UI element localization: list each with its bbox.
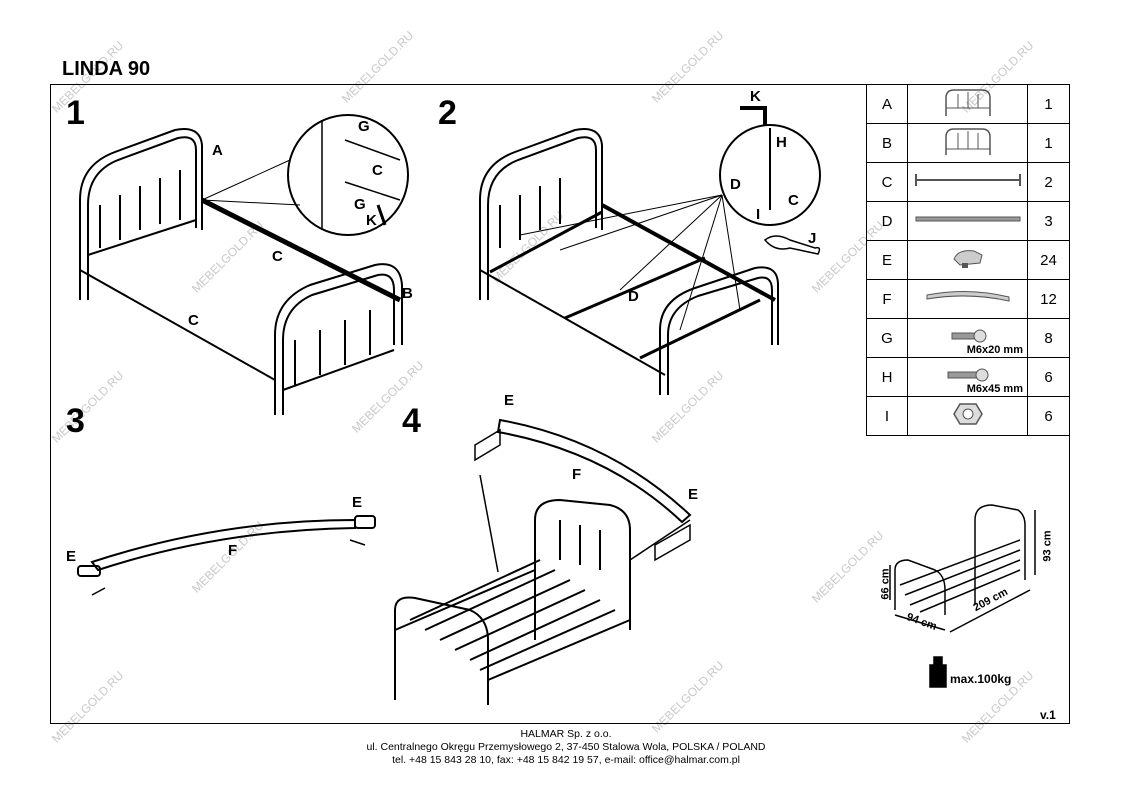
slat-icon (923, 290, 1013, 311)
label-b: B (402, 285, 413, 302)
footer-address: ul. Centralnego Okręgu Przemysłowego 2, … (366, 741, 766, 753)
part-letter: D (866, 201, 908, 241)
footer-contact: tel. +48 15 843 28 10, fax: +48 15 842 1… (392, 754, 740, 766)
label-e: E (504, 392, 515, 409)
part-image (907, 279, 1028, 319)
step3-drawing (77, 515, 376, 596)
part-row-g: G M6x20 mm 8 (866, 318, 1070, 358)
part-letter: F (866, 279, 908, 319)
instructions-frame (50, 84, 1070, 724)
part-image (907, 162, 1028, 202)
label-f: F (572, 466, 582, 483)
short-bolt-icon (948, 329, 988, 348)
part-size-label: M6x45 mm (966, 383, 1023, 395)
label-i: I (756, 206, 761, 223)
part-letter: C (866, 162, 908, 202)
part-image (907, 84, 1028, 124)
part-image: M6x45 mm (907, 357, 1028, 397)
step2-drawing (479, 106, 821, 395)
part-quantity: 8 (1027, 318, 1070, 358)
part-letter: A (866, 84, 908, 124)
part-row-f: F 12 (866, 279, 1070, 319)
label-c: C (372, 162, 383, 179)
label-j: J (808, 230, 817, 247)
label-e: E (688, 486, 699, 503)
part-quantity: 1 (1027, 84, 1070, 124)
part-image: M6x20 mm (907, 318, 1028, 358)
part-image (907, 123, 1028, 163)
footboard-icon (938, 128, 998, 161)
support-bar-icon (912, 213, 1024, 230)
label-g: G (354, 196, 366, 213)
part-size-label: M6x20 mm (966, 344, 1023, 356)
step4-drawing (394, 418, 692, 705)
label-d: D (628, 288, 639, 305)
step-number-4: 4 (402, 402, 421, 440)
step-number-3: 3 (66, 402, 85, 440)
part-quantity: 6 (1027, 357, 1070, 397)
part-quantity: 6 (1027, 396, 1070, 436)
part-letter: G (866, 318, 908, 358)
dimension-height-head: 93 cm (1041, 530, 1054, 562)
part-letter: I (866, 396, 908, 436)
step-number-2: 2 (438, 94, 457, 132)
part-quantity: 12 (1027, 279, 1070, 319)
max-load-label: max.100kg (950, 672, 1012, 686)
step1-drawing (79, 114, 409, 415)
part-letter: E (866, 240, 908, 280)
dimension-drawing (889, 504, 1036, 688)
label-c: C (272, 248, 283, 265)
slat-holder-icon (948, 250, 988, 275)
label-d: D (730, 176, 741, 193)
part-image (907, 396, 1028, 436)
version-label: v.1 (1040, 708, 1056, 722)
part-quantity: 1 (1027, 123, 1070, 163)
label-k: K (750, 88, 761, 105)
label-e: E (352, 494, 363, 511)
part-quantity: 2 (1027, 162, 1070, 202)
label-g: G (358, 118, 370, 135)
label-e: E (66, 548, 77, 565)
part-image (907, 240, 1028, 280)
part-quantity: 3 (1027, 201, 1070, 241)
label-f: F (228, 542, 238, 559)
label-k: K (366, 212, 377, 229)
headboard-icon (938, 89, 998, 122)
step-number-1: 1 (66, 94, 85, 132)
part-image (907, 201, 1028, 241)
part-row-e: E 24 (866, 240, 1070, 280)
part-row-h: H M6x45 mm 6 (866, 357, 1070, 397)
nut-icon (952, 403, 984, 431)
part-letter: H (866, 357, 908, 397)
label-c: C (788, 192, 799, 209)
dimension-height-foot: 66 cm (879, 568, 892, 600)
part-letter: B (866, 123, 908, 163)
document-title: LINDA 90 (62, 58, 151, 80)
label-c: C (188, 312, 199, 329)
label-h: H (776, 134, 787, 151)
label-a: A (212, 142, 223, 159)
long-bolt-icon (946, 368, 990, 387)
part-quantity: 24 (1027, 240, 1070, 280)
side-rail-icon (912, 174, 1024, 194)
footer-company: HALMAR Sp. z o.o. (520, 728, 612, 740)
